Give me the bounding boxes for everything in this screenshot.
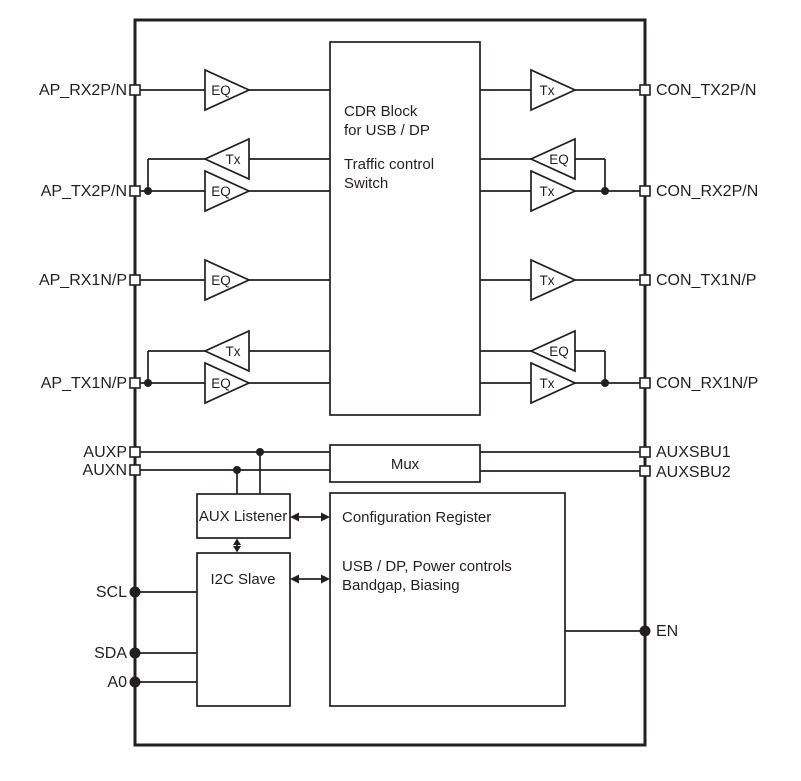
arrowhead-icon	[290, 512, 299, 522]
pin-label-con-tx1np: CON_TX1N/P	[656, 272, 756, 289]
tx-amp	[530, 169, 578, 213]
cdr-block-text: Switch	[344, 175, 388, 192]
pin-label-scl: SCL	[96, 584, 127, 601]
lane1: EQ Tx	[140, 68, 640, 112]
control-wires	[136, 591, 644, 683]
i2c-slave-block	[196, 552, 291, 707]
pin-a0	[129, 676, 141, 688]
bidir-arrow-listener-i2c	[233, 538, 241, 553]
tx-amp	[202, 137, 250, 181]
tx-amp	[530, 258, 578, 302]
arrowhead-icon	[321, 574, 330, 584]
config-register-text: Configuration Register	[342, 509, 491, 526]
amp-label: Tx	[540, 83, 555, 98]
amp-label: EQ	[549, 344, 569, 359]
junction-dot	[144, 187, 152, 195]
amp-label: EQ	[211, 273, 231, 288]
pin-label-ap-tx1np: AP_TX1N/P	[41, 375, 127, 392]
pin-con-tx1np	[639, 274, 651, 286]
amp-label: Tx	[226, 344, 241, 359]
pin-label-auxp: AUXP	[83, 444, 127, 461]
eq-amp	[528, 329, 576, 373]
pin-con-rx1np	[639, 377, 651, 389]
junction-dot	[256, 448, 264, 456]
pin-label-auxsbu1: AUXSBU1	[656, 444, 731, 461]
lane4: Tx EQ EQ Tx	[140, 329, 640, 405]
eq-amp	[204, 68, 252, 112]
pin-label-ap-rx2pn: AP_RX2P/N	[39, 82, 127, 99]
i2c-slave-label: I2C Slave	[210, 571, 275, 588]
eq-amp	[204, 258, 252, 302]
pin-label-ap-tx2pn: AP_TX2P/N	[41, 183, 127, 200]
pin-label-con-tx2pn: CON_TX2P/N	[656, 82, 756, 99]
eq-amp	[204, 361, 252, 405]
junction-dot	[601, 379, 609, 387]
amp-label: EQ	[549, 152, 569, 167]
cdr-block-text: for USB / DP	[344, 122, 430, 139]
pin-ap-tx1np	[129, 377, 141, 389]
pin-scl	[129, 586, 141, 598]
amp-label: Tx	[540, 184, 555, 199]
pin-label-ap-rx1np: AP_RX1N/P	[39, 272, 127, 289]
arrowhead-icon	[233, 538, 241, 545]
amp-label: EQ	[211, 83, 231, 98]
pin-auxp	[129, 446, 141, 458]
bidir-arrow-i2c-config	[290, 574, 330, 584]
pin-auxn	[129, 464, 141, 476]
pin-label-con-rx2pn: CON_RX2P/N	[656, 183, 758, 200]
config-register-text: Bandgap, Biasing	[342, 577, 460, 594]
pin-en	[639, 625, 651, 637]
arrowhead-icon	[321, 512, 330, 522]
cdr-block	[329, 41, 481, 416]
aux-listener-block	[196, 493, 291, 539]
pin-con-rx2pn	[639, 185, 651, 197]
amp-label: EQ	[211, 184, 231, 199]
cdr-block-text: Traffic control	[344, 156, 434, 173]
amp-label: Tx	[540, 273, 555, 288]
pin-label-con-rx1np: CON_RX1N/P	[656, 375, 758, 392]
junction-dot	[144, 379, 152, 387]
cdr-block-text: CDR Block	[344, 103, 418, 120]
eq-amp	[528, 137, 576, 181]
aux-wires	[140, 448, 640, 494]
pin-label-auxn: AUXN	[83, 462, 127, 479]
config-register-text: USB / DP, Power controls	[342, 558, 512, 575]
arrowhead-icon	[233, 546, 241, 553]
tx-amp	[530, 68, 578, 112]
eq-amp	[204, 169, 252, 213]
tx-amp	[202, 329, 250, 373]
pin-auxsbu2	[639, 465, 651, 477]
tx-amp	[530, 361, 578, 405]
amp-label: Tx	[226, 152, 241, 167]
junction-dot	[601, 187, 609, 195]
pin-ap-rx2pn	[129, 84, 141, 96]
lane3: EQ Tx	[140, 258, 640, 302]
mux-block-label: Mux	[391, 456, 420, 473]
pin-label-a0: A0	[107, 674, 127, 691]
lane2: Tx EQ EQ Tx	[140, 137, 640, 213]
mux-block	[329, 444, 481, 483]
amp-label: EQ	[211, 376, 231, 391]
arrowhead-icon	[290, 574, 299, 584]
pin-con-tx2pn	[639, 84, 651, 96]
pin-label-auxsbu2: AUXSBU2	[656, 464, 731, 481]
pin-ap-tx2pn	[129, 185, 141, 197]
junction-dot	[233, 466, 241, 474]
pin-label-en: EN	[656, 623, 678, 640]
pin-auxsbu1	[639, 446, 651, 458]
pin-sda	[129, 647, 141, 659]
pin-label-sda: SDA	[94, 645, 127, 662]
config-register-block	[329, 492, 566, 707]
pin-terminals	[129, 84, 651, 688]
aux-listener-label: AUX Listener	[199, 508, 287, 525]
amp-label: Tx	[540, 376, 555, 391]
pin-ap-rx1np	[129, 274, 141, 286]
bidir-arrow-listener-config	[290, 512, 330, 522]
